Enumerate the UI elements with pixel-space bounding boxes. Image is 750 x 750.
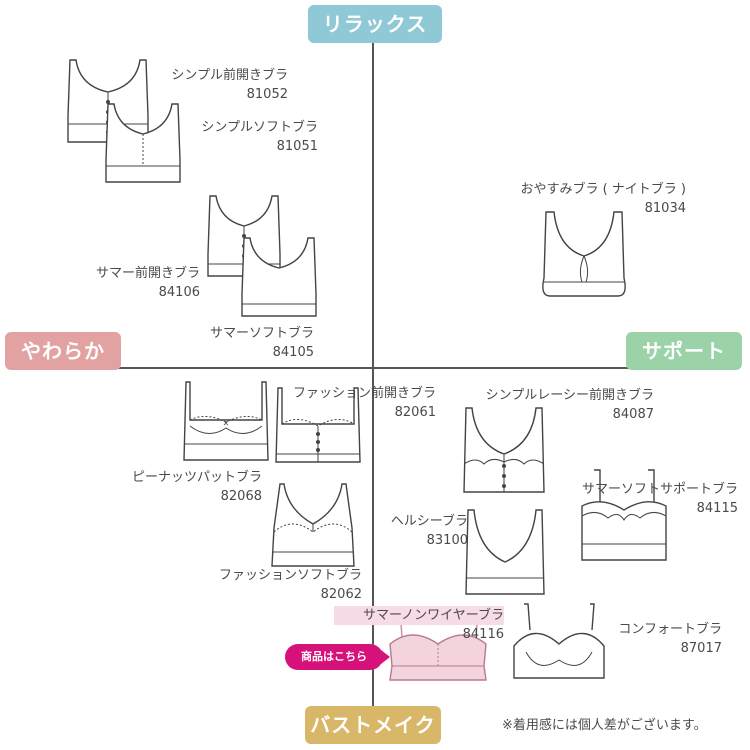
product-label: サマー前開きブラ 84106: [95, 266, 200, 300]
vertical-axis: [372, 38, 374, 710]
product-label: シンプルレーシー前開きブラ 84087: [485, 388, 654, 422]
bra-illustration-82061: [272, 384, 364, 466]
product-label: ファッションソフトブラ 82062: [218, 568, 362, 602]
product-label: コンフォートブラ 87017: [618, 622, 722, 656]
bra-illustration-82062: [266, 480, 360, 570]
product-label: サマーソフトブラ 84105: [209, 326, 314, 360]
bra-illustration-82068: ✕: [180, 378, 272, 464]
fit-disclaimer: ※着用感には個人差がございます。: [502, 718, 707, 733]
axis-label-relax: リラックス: [308, 5, 442, 43]
bra-illustration-84115: [578, 466, 670, 564]
product-label: サマーソフトサポートブラ 84115: [581, 482, 738, 516]
pointer-arrow-icon: [381, 650, 390, 664]
bra-illustration-84087: [458, 404, 550, 496]
product-link-button[interactable]: 商品はこちら: [285, 644, 383, 670]
axis-label-support: サポート: [626, 332, 742, 370]
product-label: ピーナッツパットブラ 82068: [131, 470, 262, 504]
svg-text:✕: ✕: [223, 419, 230, 428]
bra-illustration-81034: [538, 208, 630, 300]
product-label: ファッション前開きブラ 82061: [292, 386, 436, 420]
bra-illustration-84116: [386, 604, 490, 684]
product-label: シンプルソフトブラ 81051: [201, 120, 318, 154]
bra-illustration-81051: [102, 100, 184, 186]
bra-illustration-87017: [510, 600, 608, 682]
product-label: シンプル前開きブラ 81052: [171, 68, 288, 102]
product-label: サマーノンワイヤーブラ 84116: [334, 606, 504, 644]
bra-illustration-84105: [238, 234, 320, 320]
product-label: おやすみブラ ( ナイトブラ ) 81034: [520, 182, 686, 216]
horizontal-axis: [50, 367, 700, 369]
axis-label-soft: やわらか: [5, 332, 121, 370]
product-label: ヘルシーブラ 83100: [390, 514, 468, 548]
bra-illustration-83100: [460, 506, 550, 598]
axis-label-bust-make: バストメイク: [305, 706, 441, 744]
